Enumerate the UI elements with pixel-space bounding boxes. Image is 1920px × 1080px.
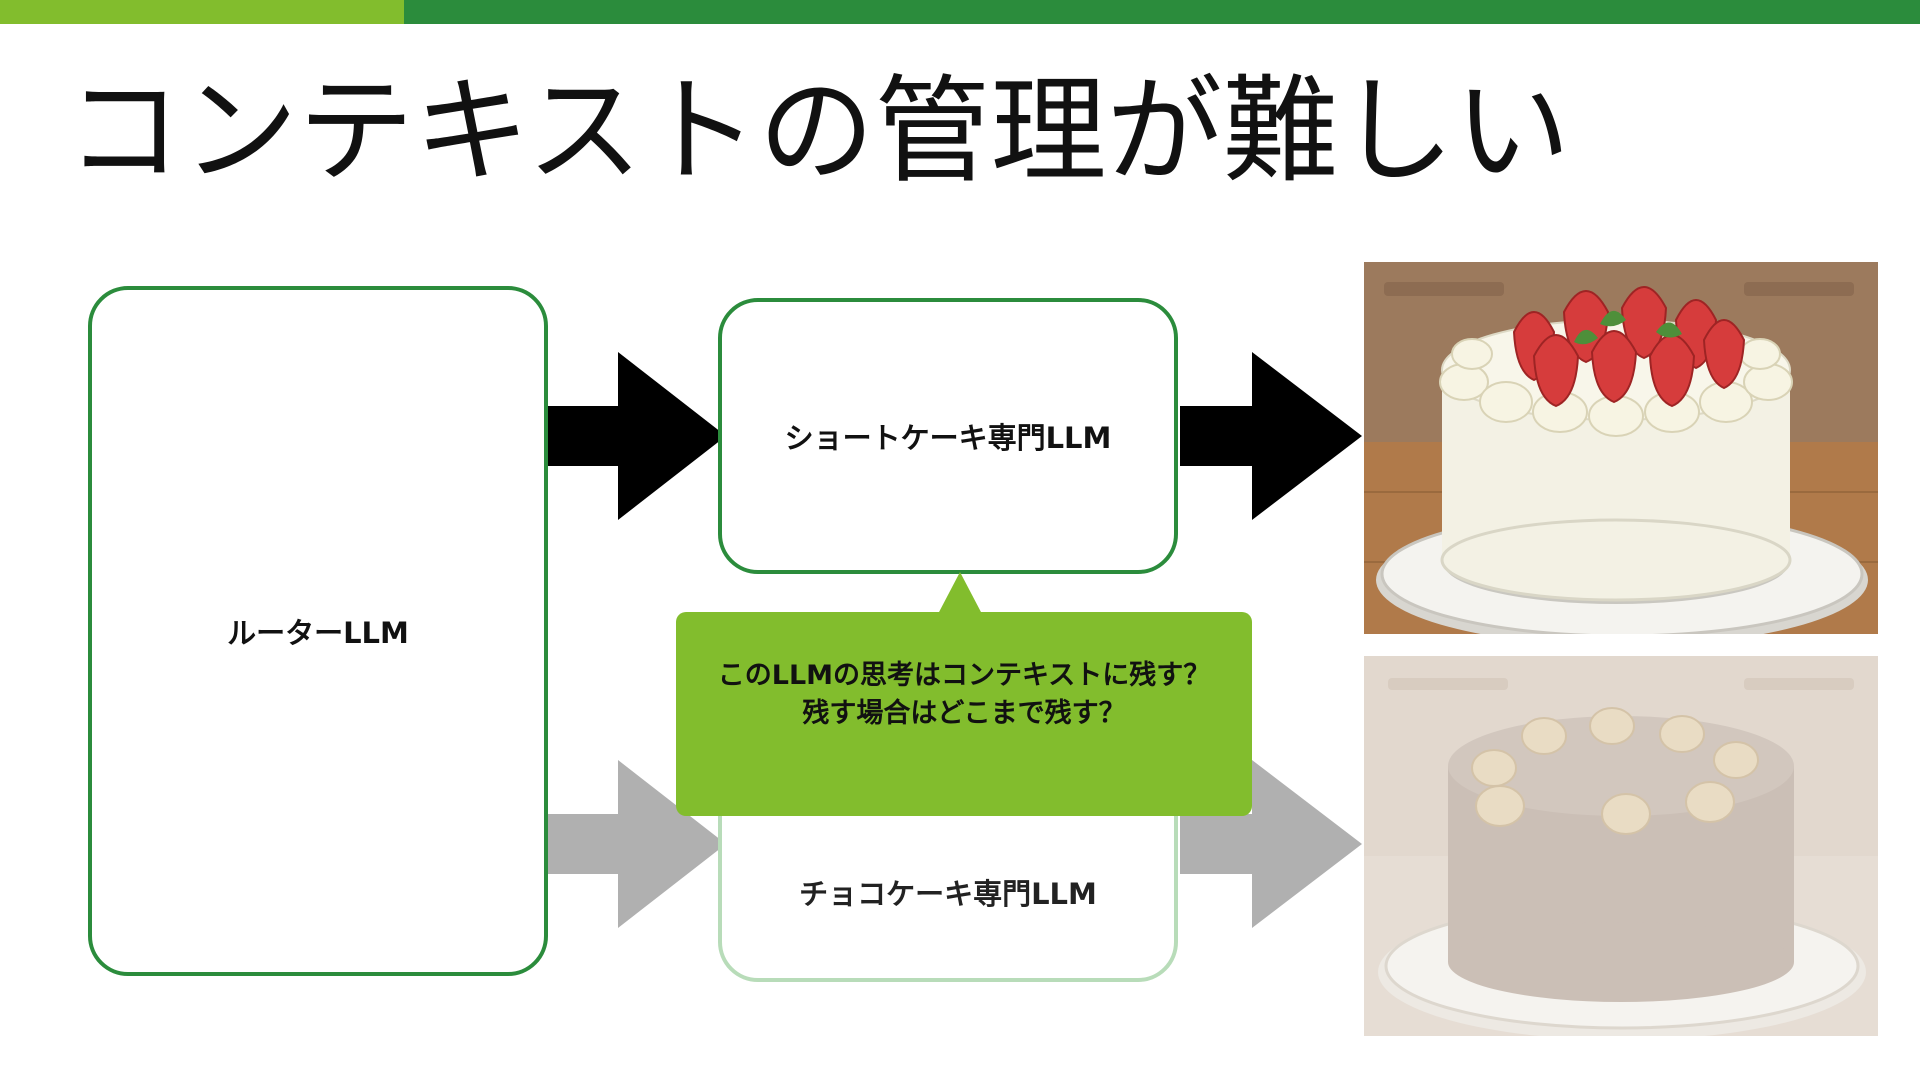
context-question-callout: このLLMの思考はコンテキストに残す？ 残す場合はどこまで残す？ [676,612,1252,816]
shortcake-llm-box: ショートケーキ専門LLM [718,298,1178,574]
router-llm-label: ルーターLLM [227,616,409,650]
callout-tail [938,572,982,614]
shortcake-llm-label: ショートケーキ専門LLM [784,421,1112,455]
arrow-router-to-short [546,352,726,520]
chocolate-cake-image [1364,656,1878,1036]
callout-line-1: このLLMの思考はコンテキストに残す？ [717,660,1211,691]
chococake-llm-label: チョコケーキ専門LLM [799,877,1097,911]
router-llm-box: ルーターLLM [88,286,548,976]
strawberry-shortcake-image [1364,262,1878,634]
callout-line-2: 残す場合はどこまで残す？ [802,698,1126,729]
slide-title: コンテキストの管理が難しい [66,64,1571,199]
top-accent-bar-light [0,0,404,24]
arrow-short-to-cake [1180,352,1362,520]
top-accent-bar-dark [404,0,1920,24]
